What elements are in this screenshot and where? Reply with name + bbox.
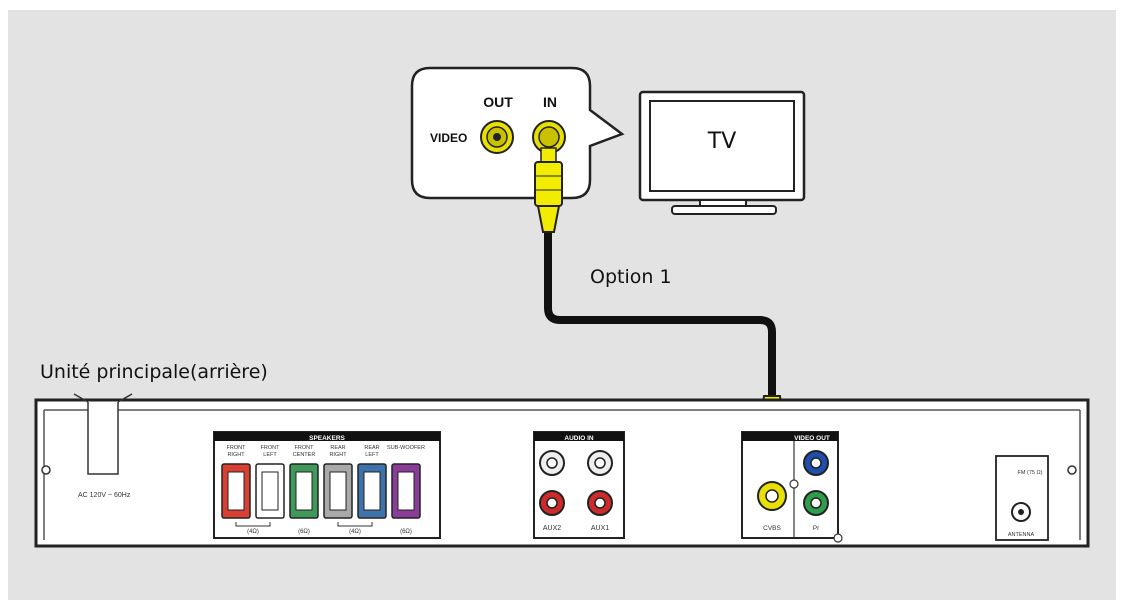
aux2-right-jack [539, 490, 565, 516]
aux1-label: AUX1 [591, 525, 609, 532]
impedance-label: (4Ω) [247, 529, 259, 535]
video-out-title: VIDEO OUT [794, 435, 830, 442]
unit-caption: Unité principale(arrière) [40, 361, 268, 383]
speaker-terminal-slot-3 [329, 471, 347, 511]
video-in-jack [532, 120, 566, 154]
speaker-terminal-label: CENTER [293, 452, 316, 458]
antenna-label: ANTENNA [1008, 532, 1035, 538]
speaker-terminal-label: LEFT [263, 452, 277, 458]
cvbs-jack [757, 481, 787, 511]
antenna-jack [1011, 502, 1031, 522]
speaker-terminals: FRONTRIGHTFRONTLEFTFRONTCENTERREARRIGHTR… [221, 445, 425, 535]
tv-icon [638, 90, 806, 215]
pb-jack [803, 450, 829, 476]
speaker-terminal-slot-1 [261, 471, 279, 511]
impedance-bracket [235, 522, 373, 527]
power-socket [73, 393, 133, 475]
impedance-label: (6Ω) [298, 529, 310, 535]
screw-icon [833, 533, 843, 543]
speaker-terminal-label: RIGHT [329, 452, 347, 458]
speaker-terminal-slot-5 [397, 471, 415, 511]
pr-label: Pr [813, 525, 820, 532]
tv-label: TV [707, 129, 737, 154]
speaker-terminal-label: RIGHT [227, 452, 245, 458]
video-label: VIDEO [430, 131, 467, 145]
aux2-label: AUX2 [543, 525, 561, 532]
cable-plug-top [534, 147, 563, 233]
audio-in-block [533, 431, 625, 539]
option-label: Option 1 [590, 266, 672, 288]
aux1-left-jack [587, 450, 613, 476]
impedance-label: (6Ω) [400, 529, 412, 535]
aux2-left-jack [539, 450, 565, 476]
speaker-terminal-label: SUB-WOOFER [387, 445, 425, 451]
antenna-block [995, 455, 1049, 541]
in-label: IN [543, 94, 557, 110]
audio-in-title: AUDIO IN [564, 435, 594, 442]
speakers-title: SPEAKERS [309, 435, 345, 442]
pr-jack [803, 490, 829, 516]
out-label: OUT [483, 94, 513, 110]
fm-label: FM (75 Ω) [1018, 470, 1043, 476]
screw-icon [789, 479, 799, 489]
speaker-terminal-label: REAR [364, 445, 379, 451]
impedance-label: (4Ω) [349, 529, 361, 535]
speaker-terminal-label: REAR [330, 445, 345, 451]
speaker-terminal-slot-2 [295, 471, 313, 511]
speaker-terminal-label: FRONT [227, 445, 247, 451]
cvbs-label: CVBS [763, 525, 781, 532]
speaker-terminal-label: FRONT [295, 445, 315, 451]
speaker-terminal-slot-0 [227, 471, 245, 511]
aux1-right-jack [587, 490, 613, 516]
speaker-terminal-slot-4 [363, 471, 381, 511]
callout-box [410, 66, 625, 200]
audio-in-jacks [539, 450, 613, 516]
speaker-terminal-label: FRONT [261, 445, 281, 451]
video-out-jack [480, 120, 514, 154]
power-label: AC 120V ~ 60Hz [78, 492, 131, 499]
speaker-terminal-label: LEFT [365, 452, 379, 458]
composite-video-cable [544, 226, 776, 414]
